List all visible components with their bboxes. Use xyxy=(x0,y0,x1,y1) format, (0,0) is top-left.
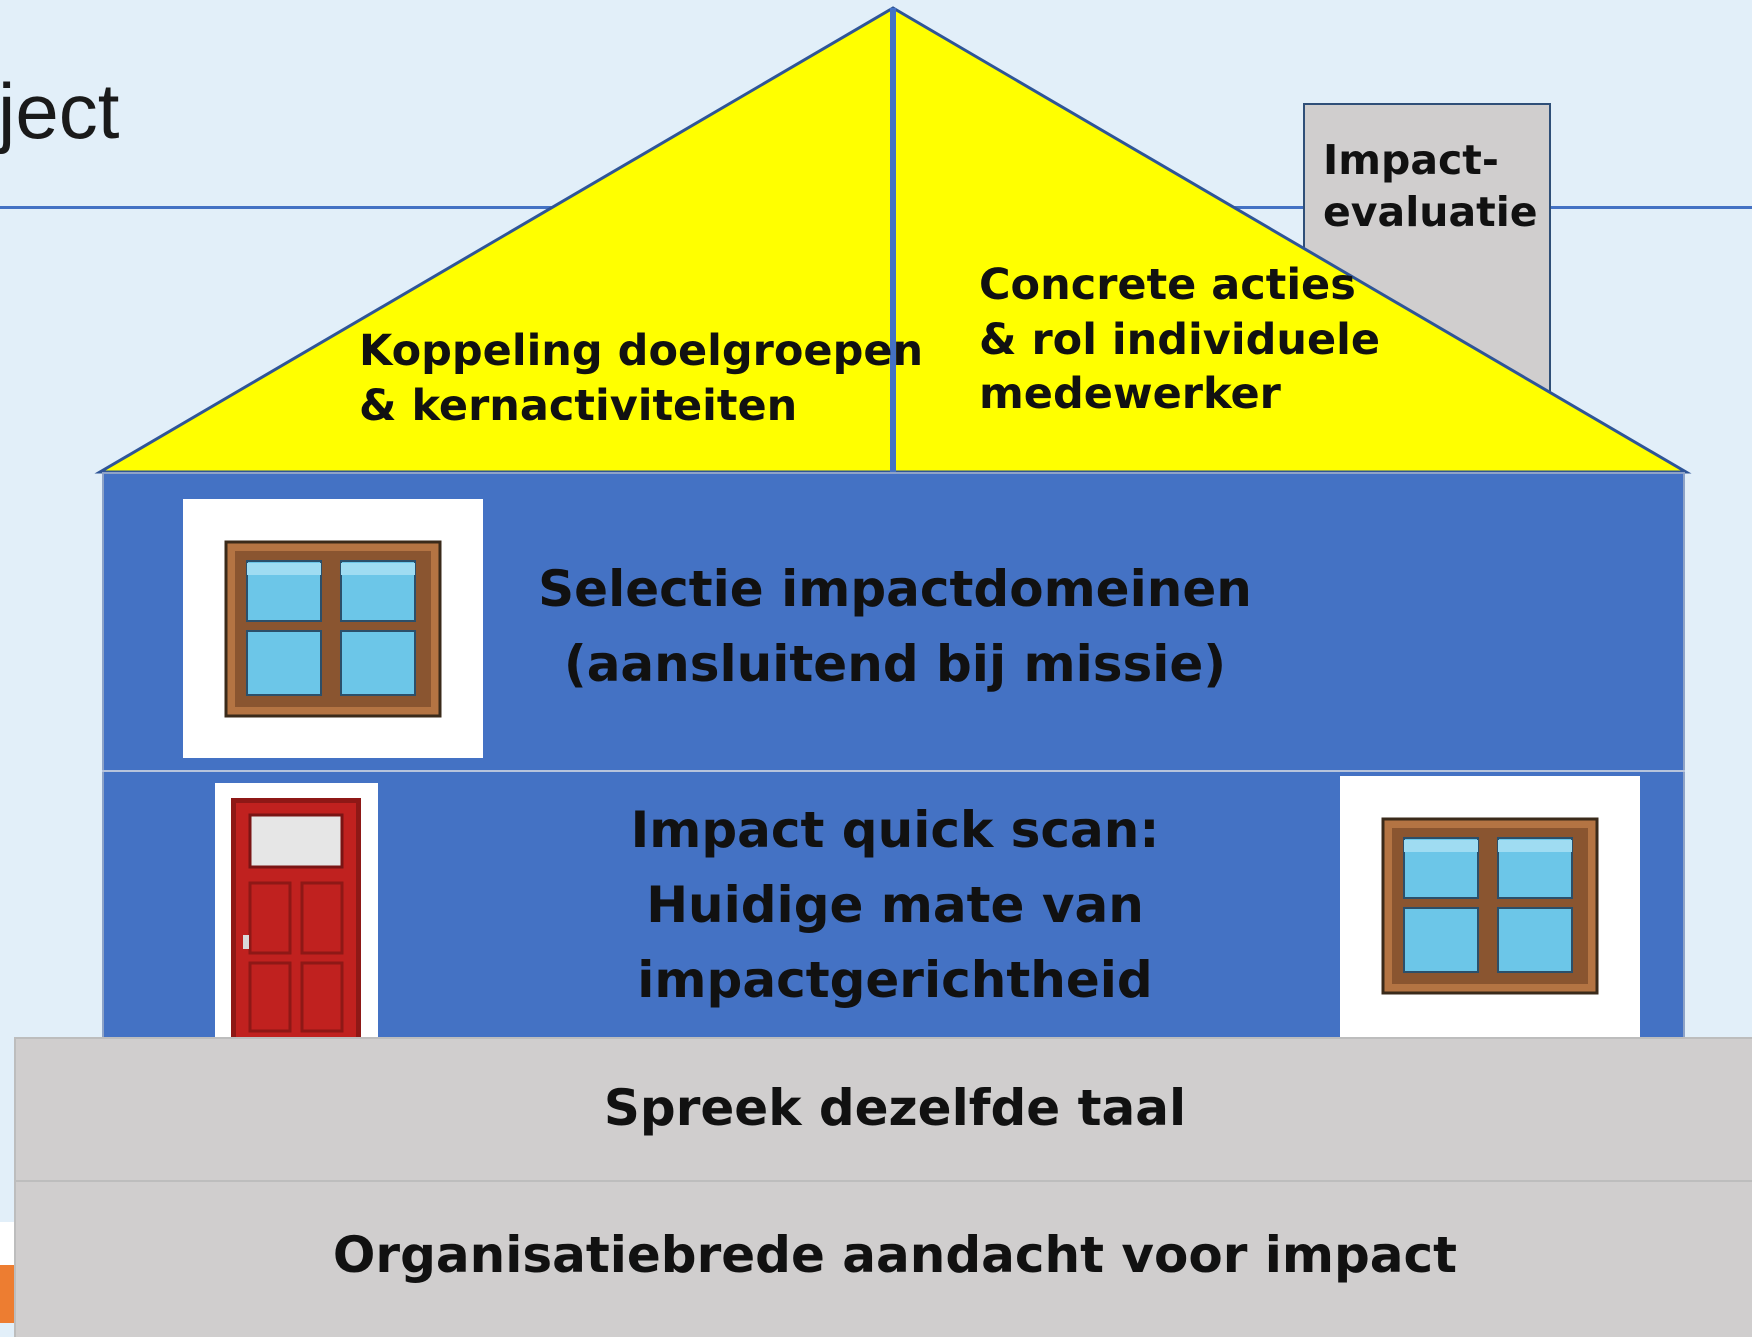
roof-left-line-2: & kernactiviteiten xyxy=(359,380,798,431)
ground-floor-line-3: impactgerichtheid xyxy=(637,951,1153,1009)
window-icon xyxy=(224,540,442,718)
window-icon xyxy=(1381,817,1599,995)
foundation-divider xyxy=(14,1180,1752,1182)
floor-divider xyxy=(102,770,1685,772)
roof-right-line-3: medewerker xyxy=(979,369,1281,420)
upper-floor-label: Selectie impactdomeinen (aansluitend bij… xyxy=(0,552,1752,702)
slide-edge-accent xyxy=(0,1265,14,1323)
door-icon xyxy=(231,798,361,1047)
slide-edge-white xyxy=(0,1222,14,1265)
foundation-bottom-label: Organisatiebrede aandacht voor impact xyxy=(332,1226,1458,1284)
impact-evaluation-label: Impact- evaluatie xyxy=(1323,134,1538,238)
upper-floor-line-2: (aansluitend bij missie) xyxy=(563,635,1227,693)
upper-floor-line-1: Selectie impactdomeinen xyxy=(538,560,1252,618)
roof-right-label: Concrete acties & rol individuele medewe… xyxy=(979,258,1380,422)
roof-right-line-2: & rol individuele xyxy=(979,314,1381,365)
window-tile-upper xyxy=(183,499,483,758)
impact-evaluation-line-2: evaluatie xyxy=(1323,188,1538,237)
ground-floor-label: Impact quick scan: Huidige mate van impa… xyxy=(0,793,1752,1018)
ground-floor-line-2: Huidige mate van xyxy=(646,876,1144,934)
roof-left-line-1: Koppeling doelgroepen xyxy=(359,326,924,376)
foundation-top-label: Spreek dezelfde taal xyxy=(603,1079,1187,1137)
ground-floor-line-1: Impact quick scan: xyxy=(630,801,1160,859)
foundation xyxy=(14,1037,1752,1337)
door-tile xyxy=(215,783,378,1050)
window-tile-right xyxy=(1340,776,1640,1037)
impact-evaluation-line-1: Impact- xyxy=(1323,136,1499,184)
roof-right-line-1: Concrete acties xyxy=(979,260,1356,310)
slide-title-fragment: ject xyxy=(0,67,120,155)
roof-left-label: Koppeling doelgroepen & kernactiviteiten xyxy=(359,324,923,433)
